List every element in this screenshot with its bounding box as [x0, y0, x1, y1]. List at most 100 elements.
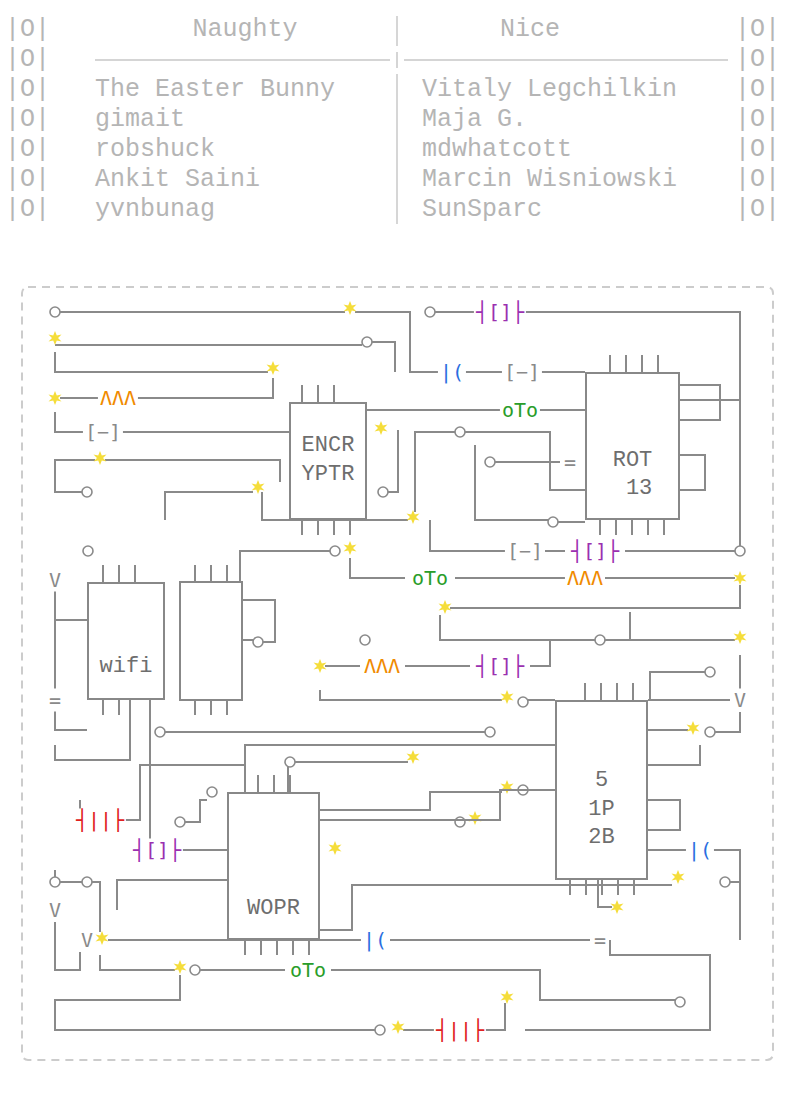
tractor-hole: |O|	[735, 106, 780, 135]
junction-star	[672, 870, 685, 884]
board-outline	[22, 287, 773, 1060]
wire	[55, 344, 362, 346]
chip-label: ROT 13	[613, 447, 653, 504]
terminal-circle	[207, 787, 217, 797]
wire	[605, 612, 630, 640]
component-symbol: [−]	[502, 361, 542, 384]
table-cell: gimait	[95, 106, 185, 135]
wire	[288, 762, 408, 792]
table-cell: Marcin Wisniowski	[422, 166, 677, 195]
component-symbol: V	[732, 689, 748, 712]
chip-label: 5 1P 2B	[588, 767, 614, 853]
table-cell: Maja G.	[422, 106, 527, 135]
junction-star	[734, 630, 747, 644]
wire	[648, 849, 688, 851]
tractor-hole: |O|	[735, 16, 780, 45]
tractor-hole: |O|	[735, 46, 780, 75]
terminal-circle	[455, 427, 465, 437]
terminal-circle	[82, 487, 92, 497]
junction-star	[314, 659, 327, 673]
table-cell: mdwhatcott	[422, 136, 572, 165]
junction-star	[49, 331, 62, 345]
wire	[605, 577, 735, 579]
terminal-circle	[360, 635, 370, 645]
wire	[525, 940, 710, 1030]
tractor-hole: |O|	[5, 76, 50, 105]
wire	[55, 478, 82, 492]
wire	[55, 312, 740, 1030]
tractor-hole: |O|	[735, 136, 780, 165]
chip-box: ROT 13	[585, 372, 680, 520]
terminal-circle	[455, 817, 465, 827]
chip-pin	[195, 565, 227, 582]
chip-pin	[103, 700, 119, 715]
terminal-circle	[720, 877, 730, 887]
junction-star	[252, 480, 265, 494]
tractor-hole: |O|	[5, 16, 50, 45]
wire	[320, 792, 502, 810]
chip-pin	[302, 520, 350, 535]
wire	[117, 880, 227, 910]
terminal-circle	[675, 997, 685, 1007]
junction-star	[501, 990, 514, 1004]
terminal-circle	[175, 817, 185, 827]
wire	[475, 445, 548, 520]
wire	[465, 432, 585, 490]
wire	[350, 558, 405, 578]
wire	[530, 640, 735, 666]
wire	[558, 521, 585, 523]
wire	[650, 672, 705, 700]
wire	[112, 765, 245, 820]
wire	[715, 712, 740, 732]
wire	[430, 520, 505, 551]
wire	[320, 885, 672, 930]
terminal-circle	[155, 727, 165, 737]
chip-pin	[570, 880, 634, 895]
wire	[648, 699, 730, 701]
junction-star	[94, 451, 107, 465]
table-cell: robshuck	[95, 136, 215, 165]
terminal-circle	[735, 546, 745, 556]
chip-pin	[195, 700, 227, 715]
wire	[320, 690, 502, 700]
wire	[730, 881, 740, 883]
wire	[185, 800, 207, 822]
wire	[54, 870, 56, 877]
junction-star	[96, 931, 109, 945]
wire	[55, 352, 268, 372]
table-cell: Vitaly Legchilkin	[422, 76, 677, 105]
chip-box: WOPR	[227, 792, 320, 940]
table-header: Nice	[500, 16, 560, 45]
junction-star	[611, 900, 624, 914]
wire	[739, 655, 741, 690]
wire	[165, 731, 485, 733]
component-symbol: [−]	[83, 421, 123, 444]
wire	[648, 800, 680, 830]
chip-pin	[258, 775, 290, 792]
junction-star	[407, 750, 420, 764]
component-symbol: |(	[686, 839, 714, 862]
junction-star	[329, 841, 342, 855]
tractor-hole: |O|	[5, 136, 50, 165]
component-symbol: ΛΛΛ	[362, 655, 402, 678]
table-header: Naughty	[192, 16, 297, 45]
chip-label: ENCR YPTR	[302, 432, 355, 489]
terminal-circle	[485, 457, 495, 467]
terminal-circle	[83, 546, 93, 556]
wire	[60, 311, 345, 313]
tractor-hole: |O|	[5, 106, 50, 135]
terminal-circle	[378, 487, 388, 497]
component-symbol: ΛΛΛ	[565, 567, 605, 590]
chip-label: WOPR	[247, 895, 300, 924]
tractor-hole: |O|	[735, 196, 780, 225]
chip-pin	[600, 520, 664, 535]
chip-pin	[103, 565, 135, 582]
wire	[355, 312, 585, 372]
wire	[242, 600, 275, 642]
wire	[165, 492, 253, 520]
junction-star	[344, 301, 357, 315]
terminal-circle	[518, 697, 528, 707]
junction-star	[49, 301, 747, 1034]
tractor-hole: |O|	[735, 166, 780, 195]
